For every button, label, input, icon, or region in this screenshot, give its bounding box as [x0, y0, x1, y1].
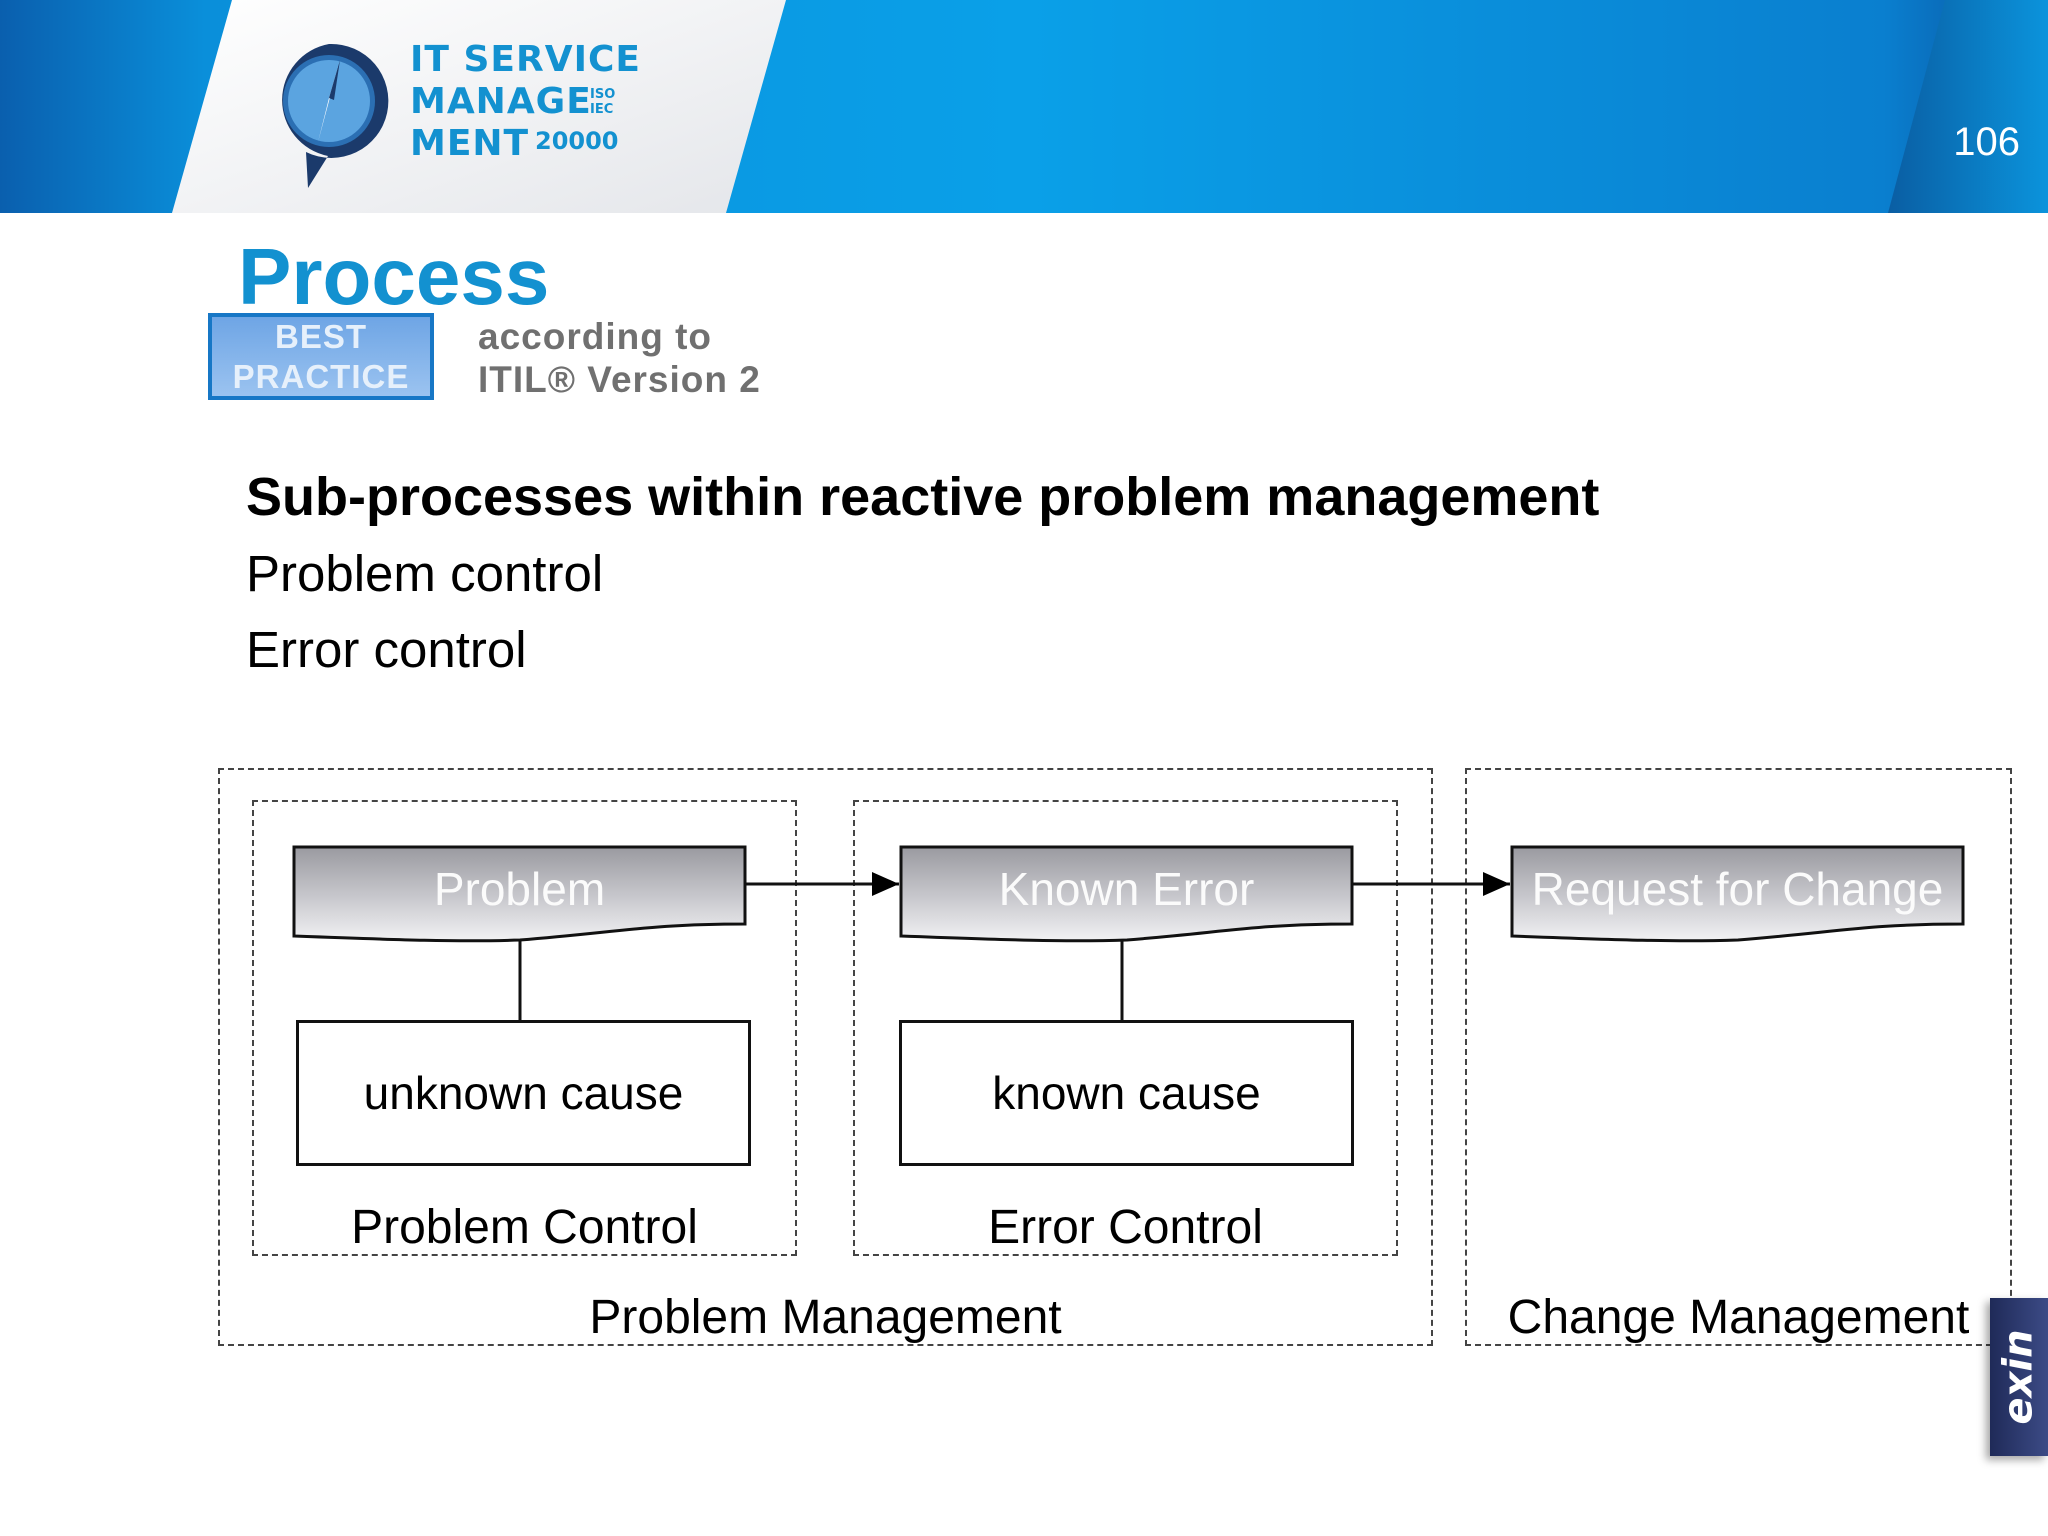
bullet-problem-control: Problem control: [246, 545, 604, 602]
logo-text-line2: MANAGE: [410, 81, 592, 122]
slide-heading: Sub-processes within reactive problem ma…: [246, 467, 1600, 527]
problem-control-label: Problem Control: [351, 1201, 698, 1254]
problem-management-label: Problem Management: [589, 1291, 1062, 1344]
change-management-label: Change Management: [1507, 1291, 1970, 1344]
unknown-cause-box: unknown cause: [296, 1020, 751, 1166]
logo-text-line3: MENT: [410, 123, 530, 164]
node-known-error: Known Error: [998, 862, 1255, 915]
badge-line1: BEST: [274, 318, 367, 355]
bullet-error-control: Error control: [246, 621, 527, 678]
exin-logo-tab: exin: [1990, 1298, 2048, 1456]
problem-management-group: [218, 768, 1433, 1346]
logo-text-line1: IT SERVICE: [410, 39, 641, 80]
change-management-group: [1465, 768, 2012, 1346]
node-request-for-change: Request for Change: [1531, 862, 1944, 915]
known-cause-box: known cause: [899, 1020, 1354, 1166]
best-practice-badge: BEST PRACTICE: [208, 313, 434, 400]
logo-standard: 20000: [535, 127, 619, 155]
compass-logo-icon: [282, 43, 389, 189]
error-control-label: Error Control: [988, 1201, 1263, 1254]
according-to-text: according to ITIL® Version 2: [478, 315, 761, 401]
logo-iso: ISO: [590, 87, 616, 102]
rfc-node-shape: [1510, 845, 1965, 943]
exin-logo-text: exin: [1996, 1329, 2042, 1425]
problem-control-group: [252, 800, 797, 1256]
node-problem: Problem: [433, 862, 606, 915]
badge-line2: PRACTICE: [232, 358, 410, 395]
process-title: Process: [238, 232, 550, 321]
error-control-group: [853, 800, 1398, 1256]
problem-node-shape: [292, 845, 747, 943]
according-line1: according to: [478, 316, 713, 357]
known-error-node-shape: [899, 845, 1354, 943]
according-line2: ITIL® Version 2: [478, 359, 761, 400]
logo-iec: IEC: [590, 102, 614, 117]
page-number: 106: [1953, 120, 2020, 164]
